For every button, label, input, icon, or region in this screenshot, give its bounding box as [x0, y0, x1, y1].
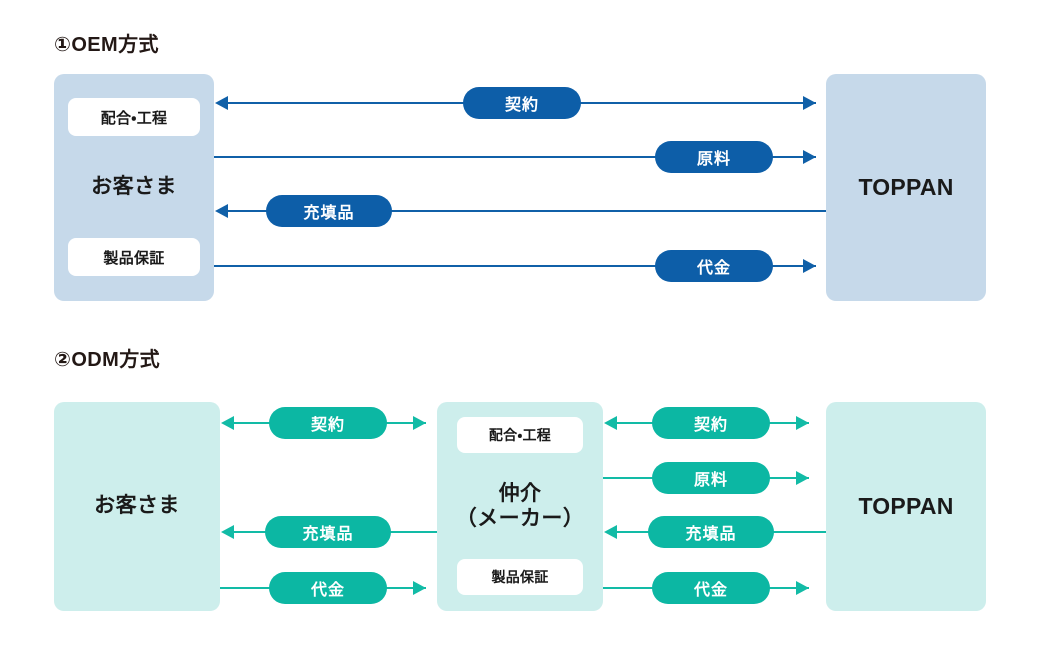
flow-label-filled-product: 充填品	[266, 195, 392, 227]
arrow-left-icon	[221, 416, 234, 430]
chip-label: 製品保証	[103, 249, 165, 267]
flow-line	[228, 210, 826, 212]
flow-label-filled-product: 充填品	[265, 516, 391, 548]
flow-line	[214, 265, 816, 267]
flow-line	[214, 156, 816, 158]
arrow-left-icon	[221, 525, 234, 539]
section-title-oem: ①OEM方式	[54, 34, 159, 56]
actor-intermediary-line1: 仲介	[498, 481, 542, 505]
chip-product-warranty-odm: 製品保証	[457, 559, 583, 595]
chip-label: 製品保証	[491, 569, 549, 585]
actor-intermediary-line2: （メーカー）	[455, 506, 585, 530]
section-title-odm: ②ODM方式	[54, 349, 160, 371]
arrow-right-icon	[796, 581, 809, 595]
actor-toppan-oem: TOPPAN	[826, 74, 986, 301]
actor-customer-odm: お客さま	[54, 402, 220, 611]
flow-label-contract: 契約	[269, 407, 387, 439]
arrow-left-icon	[604, 525, 617, 539]
flow-label-filled-product: 充填品	[648, 516, 774, 548]
arrow-left-icon	[215, 204, 228, 218]
arrow-right-icon	[803, 259, 816, 273]
actor-intermediary-odm-label: 仲介 （メーカー）	[456, 482, 585, 532]
arrow-right-icon	[803, 96, 816, 110]
arrow-right-icon	[413, 581, 426, 595]
flow-label-payment: 代金	[655, 250, 773, 282]
arrow-right-icon	[796, 416, 809, 430]
chip-product-warranty-oem: 製品保証	[68, 238, 200, 276]
flow-label-material: 原料	[652, 462, 770, 494]
flow-label-payment: 代金	[652, 572, 770, 604]
arrow-left-icon	[604, 416, 617, 430]
flow-label-payment: 代金	[269, 572, 387, 604]
arrow-right-icon	[413, 416, 426, 430]
chip-formulation-process-oem: 配合・工程	[68, 98, 200, 136]
arrow-right-icon	[803, 150, 816, 164]
flow-label-material: 原料	[655, 141, 773, 173]
arrow-left-icon	[215, 96, 228, 110]
actor-customer-odm-label: お客さま	[94, 494, 180, 518]
actor-toppan-odm-label: TOPPAN	[858, 492, 954, 519]
chip-label: 配合・工程	[488, 427, 552, 443]
chip-label: 配合・工程	[100, 109, 168, 127]
actor-customer-oem-label: お客さま	[91, 175, 177, 199]
chip-formulation-process-odm: 配合・工程	[457, 417, 583, 453]
actor-toppan-odm: TOPPAN	[826, 402, 986, 611]
flow-label-contract: 契約	[463, 87, 581, 119]
actor-toppan-oem-label: TOPPAN	[858, 173, 954, 200]
arrow-right-icon	[796, 471, 809, 485]
flow-label-contract: 契約	[652, 407, 770, 439]
